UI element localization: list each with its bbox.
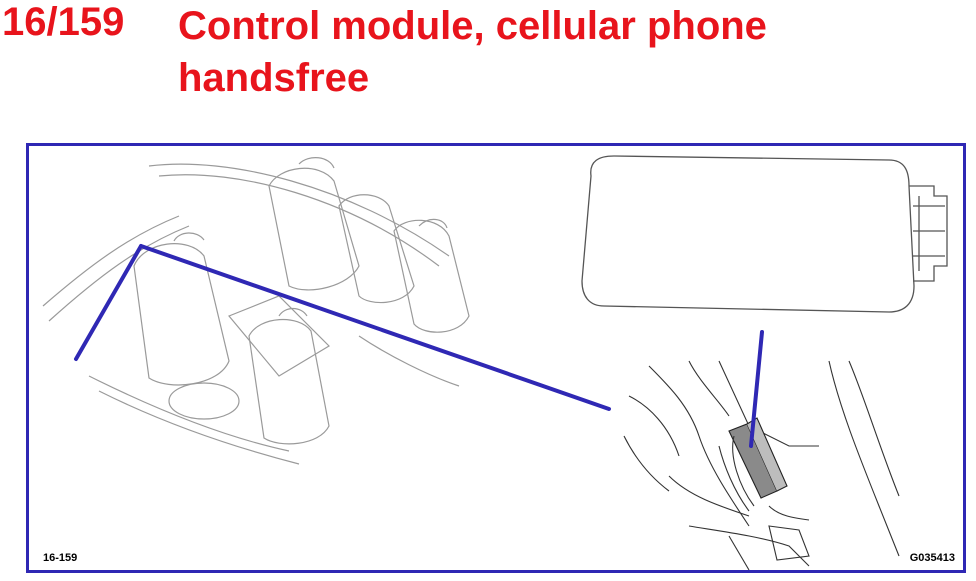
callout-line-seat	[74, 244, 143, 361]
installation-location-illustration	[623, 360, 900, 570]
callout-lines	[74, 244, 764, 448]
callout-line-module	[139, 244, 611, 411]
callout-line-detail	[749, 330, 764, 448]
image-code-label: G035413	[909, 552, 955, 564]
figure-ref-label: 16-159	[43, 552, 78, 564]
title-code: 16/159	[2, 0, 125, 44]
car-interior-illustration	[42, 157, 470, 465]
diagram-frame: 16-159 G035413	[26, 143, 966, 573]
diagram-drawing	[42, 155, 948, 570]
control-module-illustration	[581, 155, 948, 313]
page-title: Control module, cellular phone handsfree	[178, 4, 767, 100]
